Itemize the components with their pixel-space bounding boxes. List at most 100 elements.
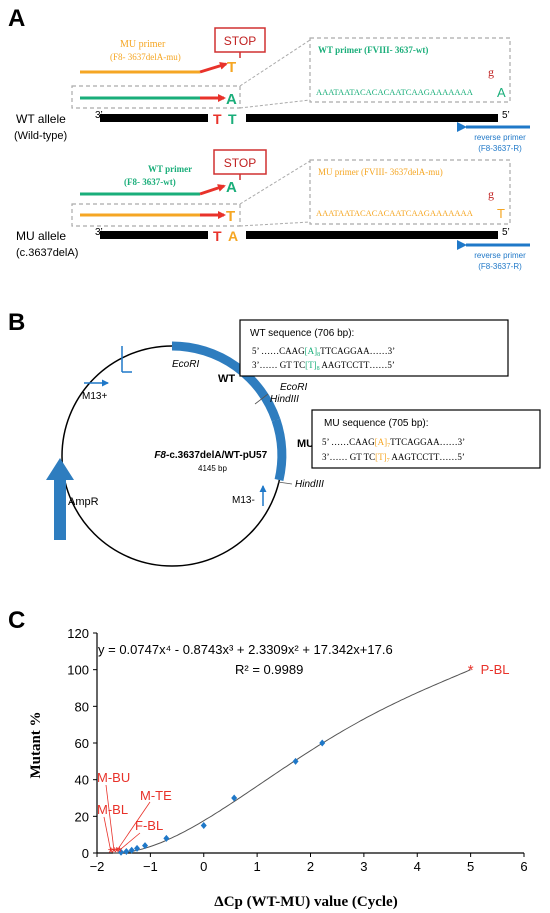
wt-primer-end-base: A xyxy=(226,91,237,108)
wt-primer-code-b: (F8- 3637-wt) xyxy=(124,177,176,187)
reverse-primer-code-b: (F8-3637-R) xyxy=(478,262,522,271)
mu-seq-line2: 3’…… GT TC[T]7 AAGTCCTT……5’ xyxy=(322,452,465,464)
mu-seq-line1: 5’ ……CAAG[A]7TTCAGGAA……3’ xyxy=(322,437,465,449)
wt-primer-zoom-box xyxy=(309,37,511,103)
wt-primer-name-b: WT primer xyxy=(148,164,192,174)
x-tick-label: −1 xyxy=(143,859,158,874)
y-tick-label: 100 xyxy=(67,663,89,678)
wt-seq-line2-pre: 3’…… GT TC xyxy=(252,360,305,370)
mismatch-g-b: g xyxy=(488,187,494,201)
mu-seq-line2-post: AAGTCCTT……5’ xyxy=(390,452,465,462)
sample-label: F-BL xyxy=(135,818,163,833)
allele-base-1-b: T xyxy=(213,228,222,244)
wt-sequence-box xyxy=(239,319,509,377)
standard-point xyxy=(200,822,207,829)
y-axis-label: Mutant % xyxy=(28,711,44,778)
fit-r-squared: R² = 0.9989 xyxy=(235,662,303,677)
m13minus-label: M13- xyxy=(232,495,255,506)
x-axis-label: ΔCp (WT-MU) value (Cycle) xyxy=(214,894,397,910)
standard-point xyxy=(163,834,170,842)
reverse-primer-label-b: reverse primer xyxy=(474,251,526,260)
mu-primer-dashed-box-b xyxy=(71,203,241,227)
standard-point xyxy=(134,844,141,852)
x-tick-label: 6 xyxy=(520,859,527,874)
mu-insert-label: MU xyxy=(297,438,314,450)
panel-a: A MU primer (F8- 3637delA-mu) STOP T A W… xyxy=(8,5,530,271)
stop-label-b: STOP xyxy=(224,156,256,170)
sample-leader xyxy=(105,784,115,852)
sample-point: * xyxy=(116,843,122,860)
mu-seq-line1-sub: 7 xyxy=(387,443,390,449)
mu-primer-end-base: T xyxy=(227,59,236,76)
mu-primer-zoom-box xyxy=(309,159,511,225)
allele-sub-b: (c.3637delA) xyxy=(16,247,78,259)
panel-b: B EcoRI WT EcoRI HindIII MU HindIII M13+… xyxy=(8,309,541,567)
x-tick-label: 3 xyxy=(360,859,367,874)
ampr-label: AmpR xyxy=(68,496,99,508)
sample-leader xyxy=(119,832,141,851)
mu-primer-name: MU primer xyxy=(120,39,166,50)
wt-seq-line2-sub: 8 xyxy=(317,366,320,372)
reverse-primer-code: (F8-3637-R) xyxy=(478,144,522,153)
y-tick-label: 80 xyxy=(75,699,89,714)
allele-name-b: MU allele xyxy=(16,229,66,243)
sample-leader xyxy=(116,801,151,852)
end-5-prime-b: 5’ xyxy=(502,227,510,238)
plasmid-size: 4145 bp xyxy=(198,464,227,473)
ecori-label-2: EcoRI xyxy=(280,382,307,393)
wt-sequence-title: WT sequence (706 bp): xyxy=(250,328,354,339)
allele-base-2-b: A xyxy=(228,228,238,244)
zoom-line-lower xyxy=(239,99,311,109)
x-tick-label: 1 xyxy=(254,859,261,874)
y-tick-label: 40 xyxy=(75,773,89,788)
panel-a-top: MU primer (F8- 3637delA-mu) STOP T A WT … xyxy=(14,27,530,153)
m13plus-label: M13+ xyxy=(82,391,107,402)
plasmid-name: -c.3637delA/WT-pU57 xyxy=(166,450,268,461)
panel-c-label: C xyxy=(8,607,25,634)
standard-point xyxy=(118,848,125,856)
ampr-arrow xyxy=(46,458,74,540)
allele-bar-right-b xyxy=(246,231,498,239)
end-5-prime: 5’ xyxy=(502,110,510,121)
insert-mu-arc xyxy=(271,418,287,482)
wt-seq-line1-post: TTCAGGAA……3’ xyxy=(320,346,395,356)
x-tick-label: 2 xyxy=(307,859,314,874)
mu-seq-line1-post: TTCAGGAA……3’ xyxy=(390,437,465,447)
sample-label: M-BL xyxy=(97,802,128,817)
sample-label: M-TE xyxy=(140,788,172,803)
mu-seq-line2-sub: 7 xyxy=(387,458,390,464)
ecori2-leader xyxy=(254,393,269,405)
end-3-prime: 3’ xyxy=(95,110,103,121)
wt-seq-line2-post: AAGTCCTT……5’ xyxy=(320,360,395,370)
allele-base-1: T xyxy=(213,111,222,127)
mu-primer-tip xyxy=(199,61,228,74)
fit-equation: y = 0.0747x⁴ - 0.8743x³ + 2.3309x² + 17.… xyxy=(98,642,393,657)
sample-point: * xyxy=(111,844,117,861)
y-tick-label: 60 xyxy=(75,736,89,751)
hindiii-label-2: HindIII xyxy=(295,479,324,490)
zoom-line-upper-b xyxy=(239,160,311,205)
y-tick-label: 120 xyxy=(67,626,89,641)
x-tick-label: 4 xyxy=(414,859,421,874)
x-tick-label: −2 xyxy=(90,859,105,874)
mu-box-sequence: AAATAATACACACAATCAAGAAAAAAA xyxy=(316,208,474,218)
hindiii-label-1: HindIII xyxy=(270,394,299,405)
wt-primer-end-base-b: A xyxy=(226,179,237,196)
allele-bar-right xyxy=(246,114,498,122)
standard-point xyxy=(123,848,130,856)
zoom-line-upper xyxy=(239,39,311,87)
standard-point xyxy=(128,846,135,854)
x-tick-label: 5 xyxy=(467,859,474,874)
standard-point xyxy=(292,757,299,765)
allele-name: WT allele xyxy=(16,112,66,126)
mu-seq-line1-mid: [A] xyxy=(375,437,388,447)
standard-point xyxy=(319,739,326,747)
insert-wt-arc xyxy=(171,341,281,422)
y-tick-label: 0 xyxy=(82,846,89,861)
allele-base-2: T xyxy=(228,111,237,127)
sample-point: * xyxy=(108,845,114,862)
hindiii2-leader xyxy=(277,481,293,485)
mu-seq-line1-pre: 5’ ……CAAG xyxy=(322,437,375,447)
sample-point: * xyxy=(114,844,120,861)
